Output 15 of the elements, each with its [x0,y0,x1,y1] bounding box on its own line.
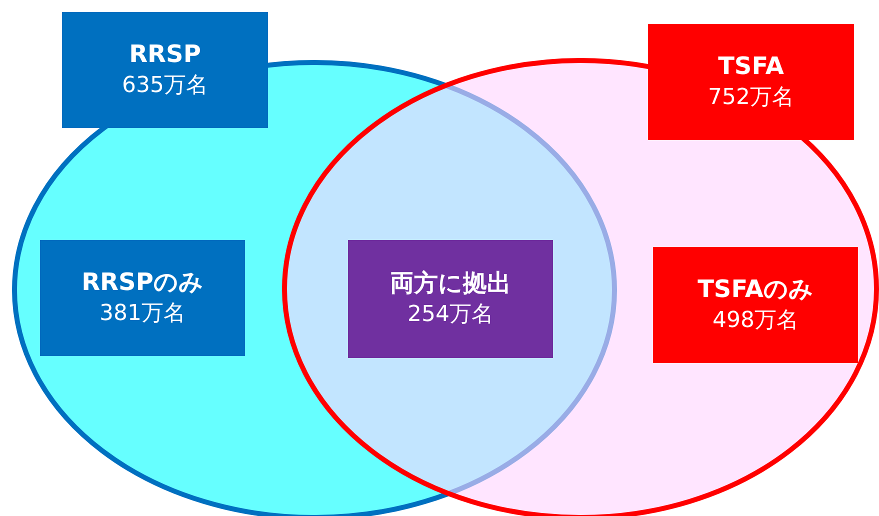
count-label: 381万名 [100,300,186,328]
label-box [648,24,854,140]
set-label: RRSP [129,39,201,70]
count-label: 498万名 [712,307,798,335]
set-label: RRSPのみ [82,267,204,298]
label-box [348,240,553,358]
count-label: 254万名 [408,301,494,329]
label-box [62,12,268,128]
count-label: 635万名 [122,72,208,100]
count-label: 752万名 [708,84,794,112]
label-box [40,240,245,356]
set-label: TSFA [718,51,784,82]
label-box [653,247,858,363]
set-label: TSFAのみ [698,274,814,305]
set-label: 両方に拠出 [390,268,511,299]
